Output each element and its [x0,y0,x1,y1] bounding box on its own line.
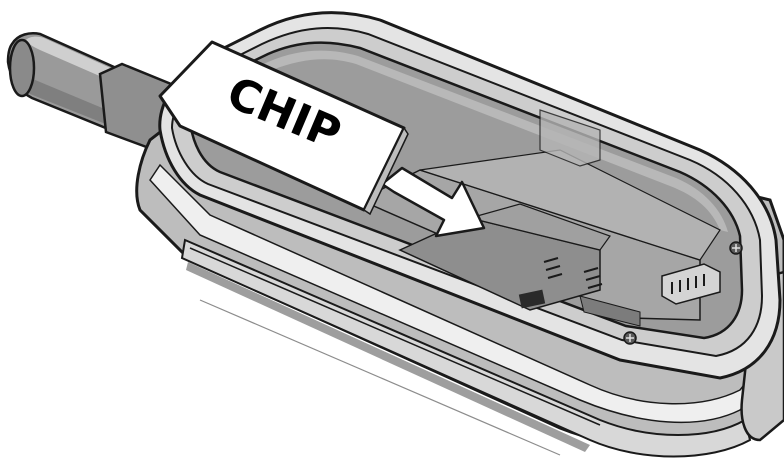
screw-top-right [730,242,742,254]
screw-bottom-right [624,332,636,344]
antenna [8,33,176,152]
